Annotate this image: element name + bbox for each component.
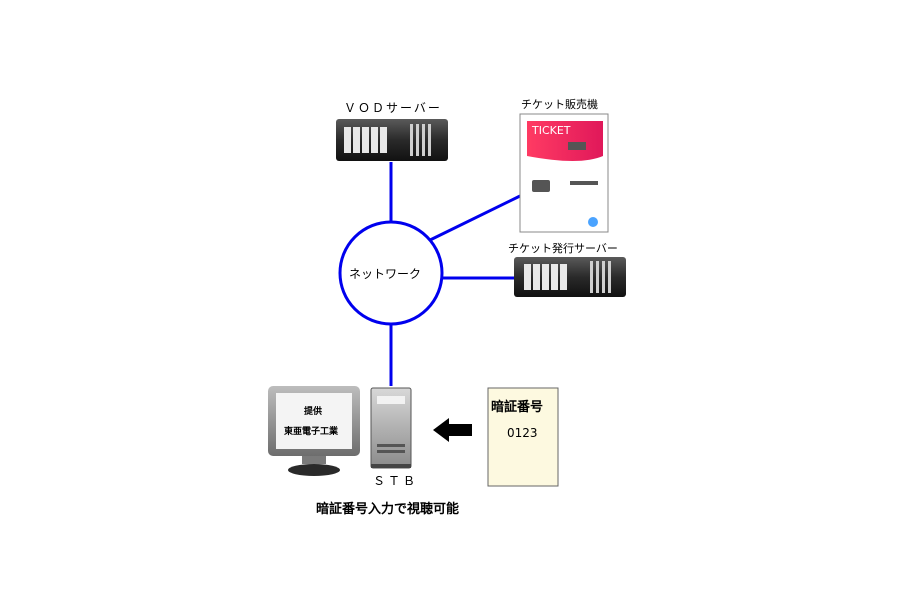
ticket-server-label: チケット発行サーバー [508, 242, 618, 255]
link-ticketmachine-network [425, 194, 521, 244]
monitor-icon [268, 386, 360, 476]
connection-lines [389, 162, 521, 386]
arrow-left-icon [433, 418, 472, 442]
ticket-machine-screen-text: TICKET [532, 124, 571, 137]
pin-card-icon [487, 387, 559, 487]
vod-server-label: ＶＯＤサーバー [344, 101, 442, 115]
stb-label: ＳＴＢ [373, 474, 419, 488]
ticket-machine-icon [519, 113, 609, 233]
ticket-server-icon [514, 257, 626, 297]
network-label: ネットワーク [349, 267, 422, 281]
stb-icon [370, 387, 412, 469]
caption: 暗証番号入力で視聴可能 [316, 502, 460, 517]
ticket-machine-label: チケット販売機 [521, 98, 598, 111]
monitor-text-line2: 東亜電子工業 [284, 427, 339, 437]
pin-card-title: 暗証番号 [491, 400, 544, 415]
pin-card-code: 0123 [507, 426, 538, 440]
network-node [338, 220, 444, 326]
monitor-text-line1: 提供 [304, 407, 323, 417]
vod-server-icon [336, 119, 448, 161]
